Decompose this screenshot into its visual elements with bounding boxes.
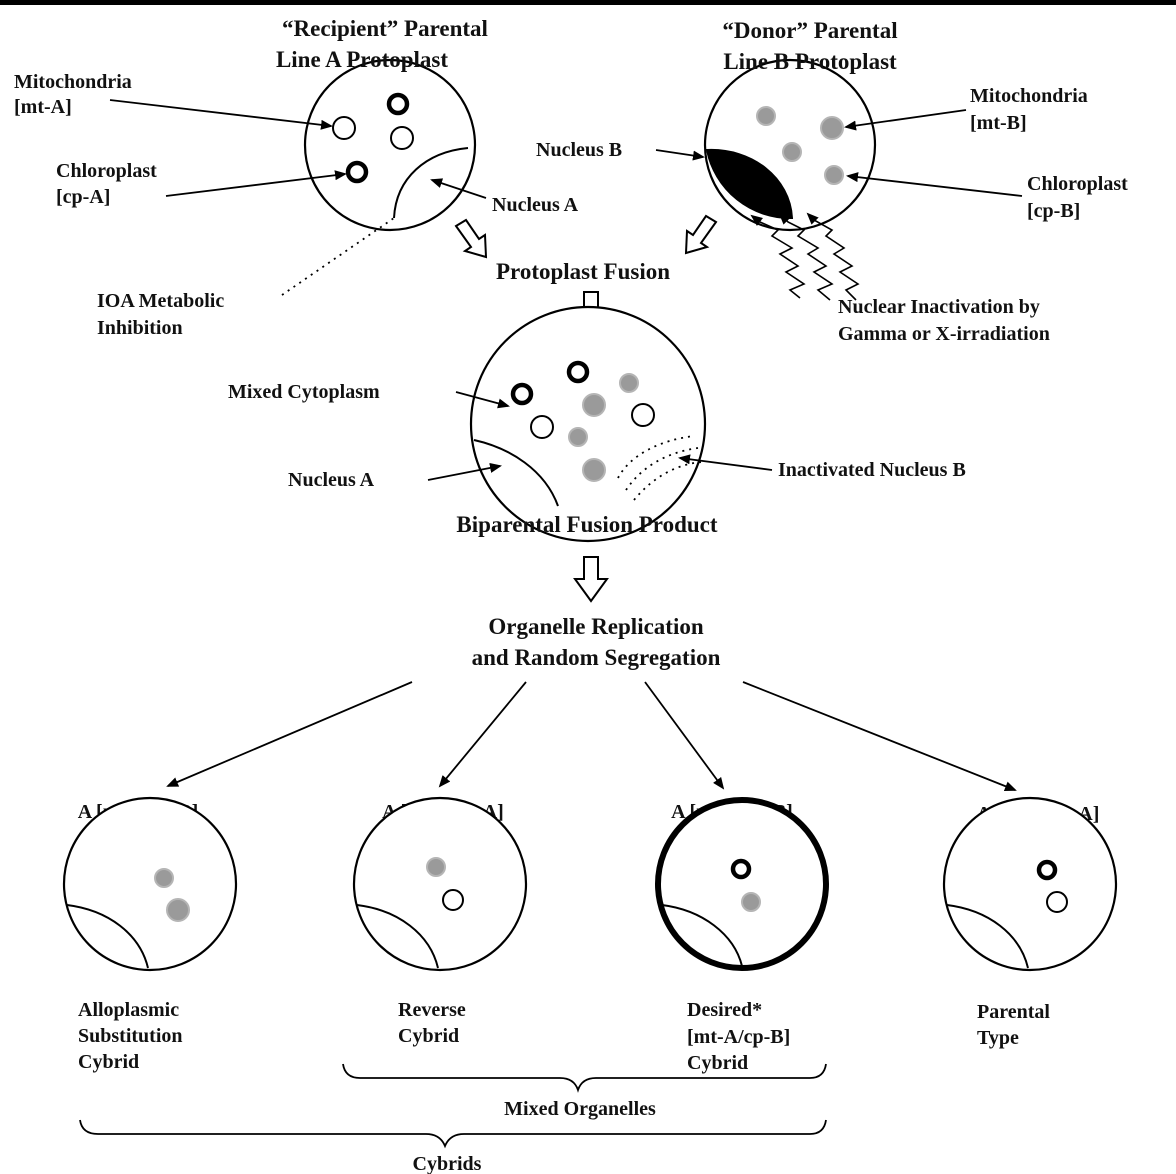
mitochondrion-b-icon <box>582 458 606 482</box>
chloroplast-b-code: [cp-B] <box>1027 200 1080 222</box>
recipient-protoplast <box>303 58 477 232</box>
product-1-name-line2: Substitution <box>78 1025 183 1047</box>
mixed-cytoplasm-label: Mixed Cytoplasm <box>228 381 380 403</box>
chloroplast-b-icon <box>619 373 639 393</box>
product-1-name-line1: Alloplasmic <box>78 999 179 1021</box>
irradiation-arrows <box>750 212 860 301</box>
mitochondria-a-code: [mt-A] <box>14 96 72 118</box>
mitochondrion-b-icon <box>782 142 802 162</box>
chloroplast-b-icon <box>582 393 606 417</box>
product-4-name-line1: Parental <box>977 1001 1050 1023</box>
inactivation-label-line2: Gamma or X-irradiation <box>838 323 1050 345</box>
mitochondrion-b-icon <box>756 106 776 126</box>
donor-title: “Donor” Parental <box>722 18 897 43</box>
chloroplast-a-icon <box>345 160 369 184</box>
mitochondrion-a-icon <box>530 415 554 439</box>
mitochondrion-b-icon <box>426 857 446 877</box>
nucleus-a-fusion-label: Nucleus A <box>288 469 375 491</box>
donor-protoplast <box>703 58 877 232</box>
mixed-organelles-brace <box>342 1063 827 1093</box>
product-2-cell <box>352 796 528 972</box>
product-1-name-line3: Cybrid <box>78 1051 139 1073</box>
ioa-label-line2: Inhibition <box>97 317 183 339</box>
chloroplast-a-icon <box>1036 859 1058 881</box>
chloroplast-b-icon <box>820 116 844 140</box>
mitochondrion-a-icon <box>332 116 356 140</box>
mitochondria-a-label: Mitochondria <box>14 71 132 93</box>
chloroplast-a-icon <box>566 360 590 384</box>
cybrids-brace <box>79 1119 827 1149</box>
chloroplast-a-code: [cp-A] <box>56 186 110 208</box>
top-border <box>0 0 1176 5</box>
mitochondria-b-label: Mitochondria <box>970 85 1088 107</box>
recipient-subtitle: Line A Protoplast <box>276 47 448 72</box>
chloroplast-b-label: Chloroplast <box>1027 173 1128 195</box>
chloroplast-a-label: Chloroplast <box>56 160 157 182</box>
biparental-fusion-label: Biparental Fusion Product <box>456 512 717 537</box>
chloroplast-a-icon <box>442 889 464 911</box>
product-3-name-line1: Desired* <box>687 999 762 1021</box>
mitochondrion-a-icon <box>390 126 414 150</box>
chloroplast-a-icon <box>510 382 534 406</box>
mitochondrion-b-icon <box>568 427 588 447</box>
mitochondrion-b-icon <box>166 898 190 922</box>
protoplast-fusion-label: Protoplast Fusion <box>496 259 670 284</box>
chloroplast-b-icon <box>824 165 844 185</box>
nucleus-b-label: Nucleus B <box>536 139 622 161</box>
chloroplast-b-icon <box>154 868 174 888</box>
mixed-organelles-label: Mixed Organelles <box>504 1098 656 1120</box>
product-3-name-line2: [mt-A/cp-B] <box>687 1026 790 1048</box>
product-2-name-line1: Reverse <box>398 999 466 1021</box>
replication-label-line1: Organelle Replication <box>488 614 703 639</box>
inactivated-nucleus-b-label: Inactivated Nucleus B <box>778 459 966 481</box>
replication-label-line2: and Random Segregation <box>472 645 721 670</box>
inactivation-label-line1: Nuclear Inactivation by <box>838 296 1040 318</box>
ioa-label-line1: IOA Metabolic <box>97 290 224 312</box>
mitochondria-b-code: [mt-B] <box>970 112 1027 134</box>
product-4-cell <box>942 796 1118 972</box>
hollow-arrow-down-icon <box>573 556 609 603</box>
donor-subtitle: Line B Protoplast <box>723 49 897 74</box>
product-4-name-line2: Type <box>977 1027 1019 1049</box>
nucleus-a-label: Nucleus A <box>492 194 579 216</box>
mitochondrion-a-icon <box>730 858 752 880</box>
recipient-title: “Recipient” Parental <box>282 16 488 41</box>
product-1-cell <box>62 796 238 972</box>
fusion-product-cell <box>469 305 707 543</box>
mitochondrion-a-icon <box>631 403 655 427</box>
cybrids-label: Cybrids <box>413 1153 482 1174</box>
chloroplast-b-icon <box>741 892 761 912</box>
product-3-cell-desired <box>655 797 829 971</box>
mitochondrion-a-icon <box>1046 891 1068 913</box>
hollow-arrow-right-icon <box>684 214 718 255</box>
product-3-name-line3: Cybrid <box>687 1052 748 1074</box>
chloroplast-a-icon <box>386 92 410 116</box>
hollow-arrow-left-icon <box>454 218 488 259</box>
product-2-name-line2: Cybrid <box>398 1025 459 1047</box>
